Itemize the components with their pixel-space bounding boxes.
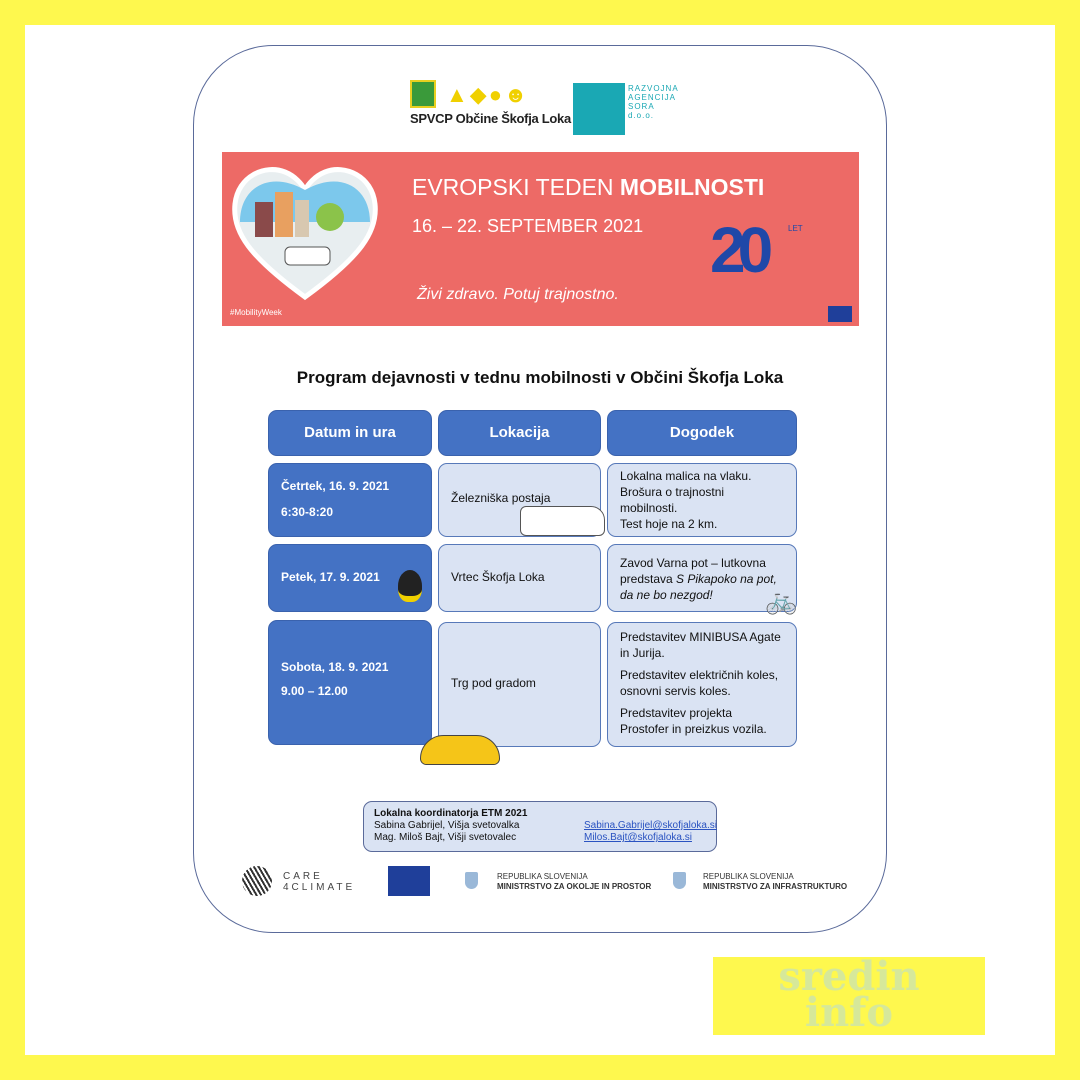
smiley-shapes-icon: ▲◆●☻ bbox=[446, 82, 530, 107]
table-header-event: Dogodek bbox=[607, 410, 797, 456]
table-header-location: Lokacija bbox=[438, 410, 601, 456]
anniversary-label: LET bbox=[788, 224, 803, 233]
row3-event: Predstavitev MINIBUSA Agate in Jurija. P… bbox=[607, 622, 797, 747]
train-illustration-icon bbox=[520, 506, 605, 536]
banner-slogan: Živi zdravo. Potuj trajnostno. bbox=[417, 286, 619, 303]
event-line: Predstavitev električnih koles, osnovni … bbox=[620, 668, 779, 698]
banner-hashtag: #MobilityWeek bbox=[230, 308, 282, 317]
mascot-icon bbox=[398, 570, 422, 602]
logo-left-text: SPVCP Občine Škofja Loka bbox=[410, 111, 571, 126]
time-text: 6:30-8:20 bbox=[281, 505, 334, 519]
row2-event: Zavod Varna pot – lutkovna predstava S P… bbox=[607, 544, 797, 612]
electric-car-icon bbox=[420, 735, 500, 765]
date-text: Četrtek, 16. 9. 2021 bbox=[281, 479, 390, 493]
row1-date: Četrtek, 16. 9. 2021 6:30-8:20 bbox=[268, 463, 432, 537]
event-line: Predstavitev projekta Prostofer in preiz… bbox=[620, 706, 767, 736]
coordinators-title: Lokalna koordinatorja ETM 2021 bbox=[374, 808, 528, 819]
life-eu-logo-icon bbox=[388, 866, 430, 896]
location-text: Železniška postaja bbox=[451, 491, 551, 505]
row2-location: Vrtec Škofja Loka bbox=[438, 544, 601, 612]
bicycle-mascot-icon: 🚲 bbox=[765, 585, 798, 615]
location-text: Vrtec Škofja Loka bbox=[451, 570, 545, 584]
heart-illustration-icon bbox=[232, 167, 378, 301]
coordinator-name: Sabina Gabrijel, Višja svetovalka bbox=[374, 820, 520, 831]
page-title: Program dejavnosti v tednu mobilnosti v … bbox=[296, 368, 784, 387]
slovenia-coat-icon bbox=[673, 872, 686, 889]
skofja-loka-logo: ▲◆●☻ bbox=[410, 80, 555, 110]
date-text: Sobota, 18. 9. 2021 bbox=[281, 660, 389, 674]
slovenia-coat-icon bbox=[465, 872, 478, 889]
row1-event: Lokalna malica na vlaku. Brošura o trajno… bbox=[607, 463, 797, 537]
coordinator-email-link[interactable]: Milos.Bajt@skofjaloka.si bbox=[584, 832, 692, 843]
row3-location: Trg pod gradom bbox=[438, 622, 601, 747]
coat-of-arms-icon bbox=[410, 80, 436, 108]
coordinators-box: Lokalna koordinatorja ETM 2021 Sabina Ga… bbox=[363, 801, 717, 852]
date-text: Petek, 17. 9. 2021 bbox=[281, 570, 380, 584]
anniversary-logo: 20 bbox=[710, 214, 773, 286]
sora-logo-icon bbox=[573, 83, 625, 135]
event-line: Test hoje na 2 km. bbox=[620, 517, 718, 531]
eu-flag-icon bbox=[828, 306, 852, 322]
coordinator-email-link[interactable]: Sabina.Gabrijel@skofjaloka.si bbox=[584, 820, 717, 831]
banner-title: EVROPSKI TEDEN MOBILNOSTI bbox=[412, 174, 765, 200]
event-line: Lokalna malica na vlaku. bbox=[620, 469, 752, 483]
event-line: Brošura o trajnostni mobilnosti. bbox=[620, 485, 725, 515]
event-line: Zavod Varna pot – lutkovna predstava bbox=[620, 556, 766, 586]
row3-date: Sobota, 18. 9. 2021 9.00 – 12.00 bbox=[268, 620, 432, 745]
location-text: Trg pod gradom bbox=[451, 676, 536, 690]
event-italic: S Pikapoko na pot, da ne bo nezgod! bbox=[620, 572, 777, 602]
coordinator-name: Mag. Miloš Bajt, Višji svetovalec bbox=[374, 832, 517, 843]
time-text: 9.00 – 12.00 bbox=[281, 684, 348, 698]
logo-right-text: RAZVOJNA AGENCIJA SORA d.o.o. bbox=[628, 84, 679, 120]
care4climate-logo-icon bbox=[242, 866, 272, 896]
table-header-date: Datum in ura bbox=[268, 410, 432, 456]
event-line: Predstavitev MINIBUSA Agate in Jurija. bbox=[620, 630, 781, 660]
banner-dates: 16. – 22. SEPTEMBER 2021 bbox=[412, 216, 644, 236]
event-banner: EVROPSKI TEDEN MOBILNOSTI 16. – 22. SEPT… bbox=[222, 152, 859, 326]
